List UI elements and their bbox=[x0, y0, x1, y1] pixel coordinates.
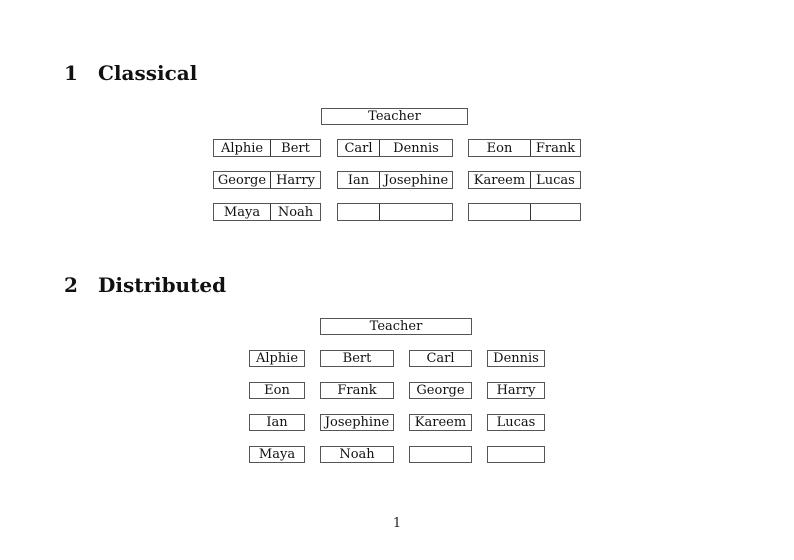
seat-cell: Maya bbox=[214, 204, 271, 220]
seat-cell-empty bbox=[469, 204, 531, 220]
desk-box: Carl Dennis bbox=[337, 139, 453, 157]
seat-cell: Lucas bbox=[536, 172, 575, 188]
desk-box: Eon Frank bbox=[468, 139, 581, 157]
seat-cell: Ian bbox=[338, 172, 380, 188]
seat-cell: Carl bbox=[338, 140, 380, 156]
section-heading-distributed: 2 Distributed bbox=[64, 274, 226, 296]
seat-cell-empty bbox=[531, 204, 580, 220]
seat-box: George bbox=[409, 382, 472, 399]
seat-cell: Eon bbox=[469, 140, 531, 156]
desk-box: Maya Noah bbox=[213, 203, 321, 221]
section-number: 1 bbox=[64, 61, 78, 85]
seat-box: Harry bbox=[487, 382, 545, 399]
section-title: Classical bbox=[98, 61, 198, 85]
section-heading-classical: 1 Classical bbox=[64, 62, 197, 84]
seat-box: Ian bbox=[249, 414, 305, 431]
section-number: 2 bbox=[64, 273, 78, 297]
page-number: 1 bbox=[392, 516, 402, 531]
seat-cell: Frank bbox=[535, 140, 576, 156]
desk-box: Alphie Bert bbox=[213, 139, 321, 157]
seat-cell: Dennis bbox=[393, 140, 439, 156]
seat-cell-empty bbox=[338, 204, 380, 220]
seat-box: Noah bbox=[320, 446, 394, 463]
seat-box: Frank bbox=[320, 382, 394, 399]
section-title: Distributed bbox=[98, 273, 227, 297]
desk-box: Ian Josephine bbox=[337, 171, 453, 189]
seat-box: Eon bbox=[249, 382, 305, 399]
seat-box: Maya bbox=[249, 446, 305, 463]
seat-box: Alphie bbox=[249, 350, 305, 367]
seat-box: Bert bbox=[320, 350, 394, 367]
seat-cell: Noah bbox=[277, 204, 314, 220]
seat-box: Josephine bbox=[320, 414, 394, 431]
seat-box: Dennis bbox=[487, 350, 545, 367]
seat-cell: Josephine bbox=[383, 172, 449, 188]
seat-cell: Alphie bbox=[214, 140, 271, 156]
desk-box: Kareem Lucas bbox=[468, 171, 581, 189]
desk-box-empty bbox=[337, 203, 453, 221]
seat-box: Kareem bbox=[409, 414, 472, 431]
seat-box-empty bbox=[409, 446, 472, 463]
seat-cell-empty bbox=[380, 204, 452, 220]
seat-box: Carl bbox=[409, 350, 472, 367]
seat-box: Lucas bbox=[487, 414, 545, 431]
seat-box-empty bbox=[487, 446, 545, 463]
desk-box-empty bbox=[468, 203, 581, 221]
desk-box: George Harry bbox=[213, 171, 321, 189]
teacher-box: Teacher bbox=[321, 108, 468, 125]
seat-cell: Kareem bbox=[469, 172, 531, 188]
seat-cell: Bert bbox=[281, 140, 310, 156]
teacher-box: Teacher bbox=[320, 318, 472, 335]
seat-cell: Harry bbox=[276, 172, 315, 188]
seat-cell: George bbox=[214, 172, 271, 188]
